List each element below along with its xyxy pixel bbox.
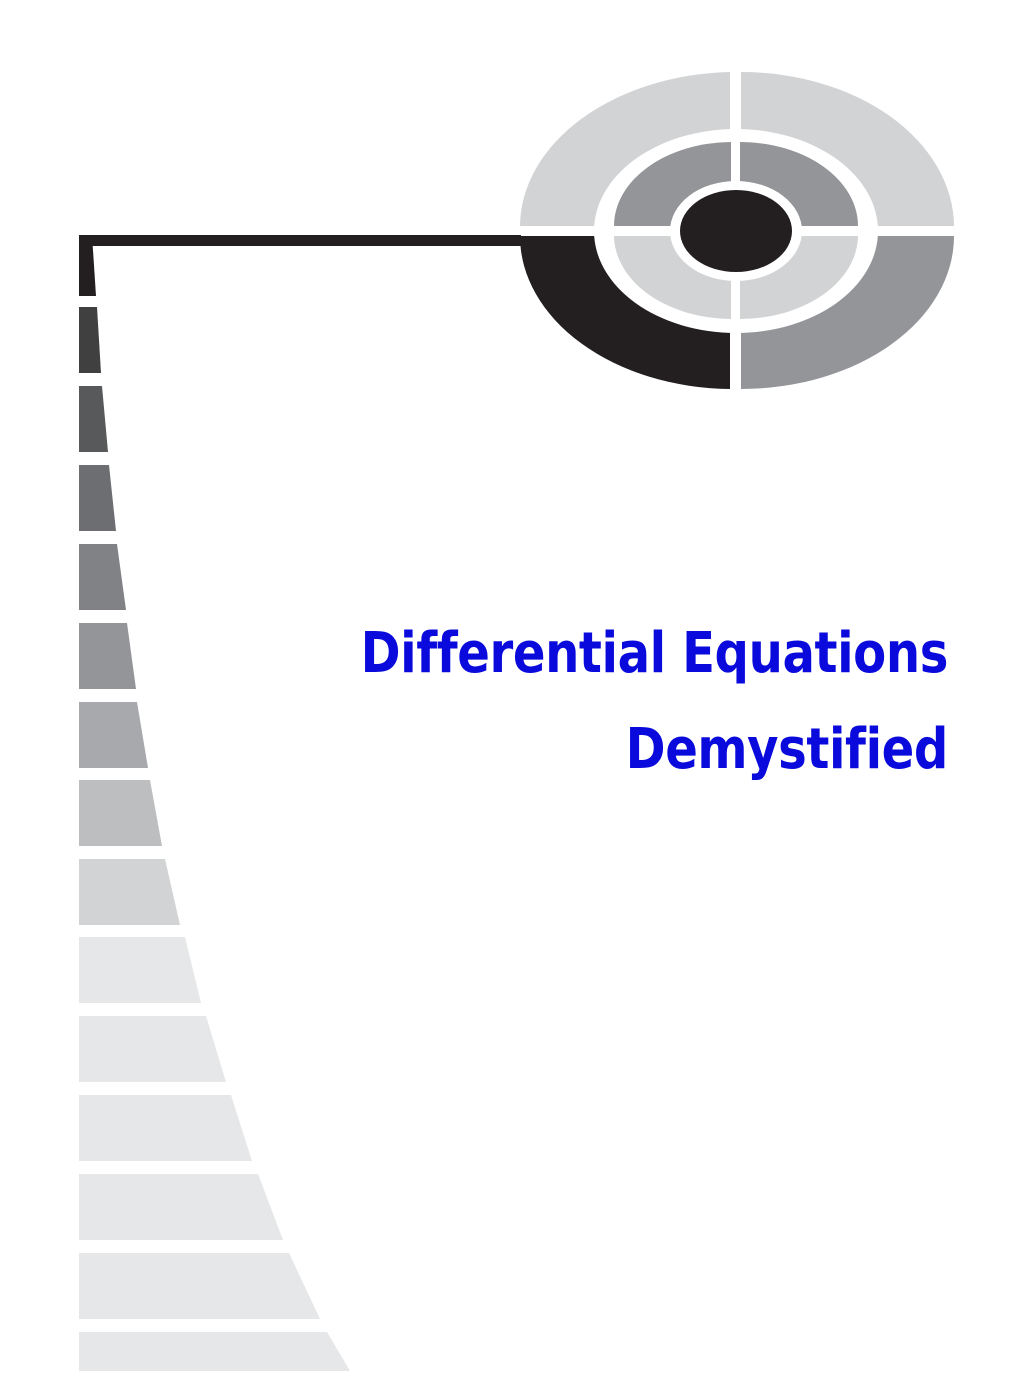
title-line-1: Differential Equations xyxy=(360,621,949,686)
connector-line xyxy=(79,235,521,296)
gradient-ladder xyxy=(79,307,350,1371)
book-title: Differential Equations Demystified xyxy=(265,606,949,798)
target-emblem-icon xyxy=(520,72,954,389)
title-line-2: Demystified xyxy=(625,717,949,782)
